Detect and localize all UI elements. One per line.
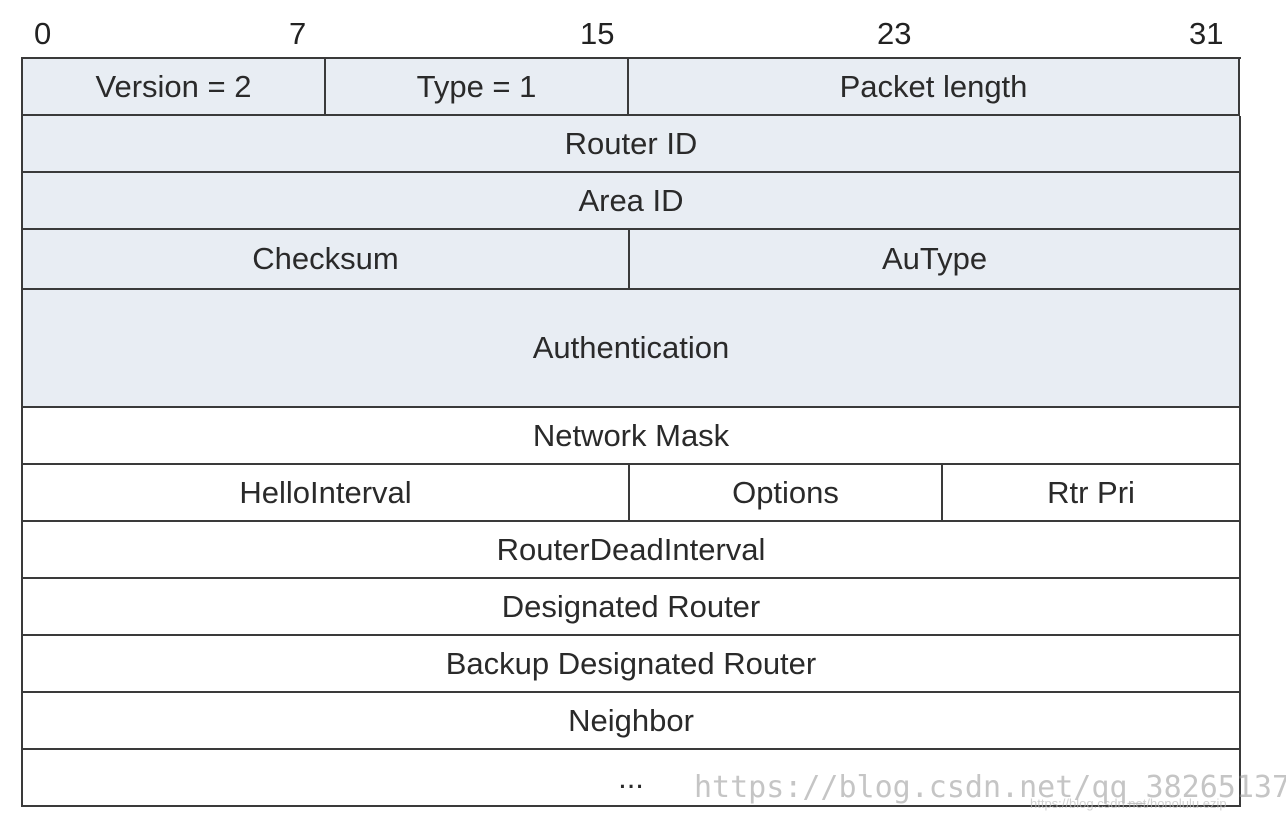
row-header-1: Version = 2 Type = 1 Packet length <box>23 59 1241 116</box>
row-network-mask: Network Mask <box>23 408 1241 465</box>
bit-label-23: 23 <box>877 16 912 51</box>
field-neighbor: Neighbor <box>23 693 1241 750</box>
row-ellipsis: ... <box>23 750 1241 807</box>
field-area-id: Area ID <box>23 173 1241 230</box>
field-authentication: Authentication <box>23 290 1241 408</box>
field-hello-interval: HelloInterval <box>23 465 630 522</box>
bit-label-15: 15 <box>580 16 615 51</box>
field-backup-designated-router: Backup Designated Router <box>23 636 1241 693</box>
row-designated-router: Designated Router <box>23 579 1241 636</box>
bit-label-0: 0 <box>34 16 52 51</box>
watermark-url-secondary: https://blog.csdn.net/honolulu.ezip <box>1030 796 1227 811</box>
row-router-id: Router ID <box>23 116 1241 173</box>
field-router-dead-interval: RouterDeadInterval <box>23 522 1241 579</box>
row-hello-options-pri: HelloInterval Options Rtr Pri <box>23 465 1241 522</box>
watermark-url: https://blog.csdn.net/qq_38265137 <box>694 770 1286 805</box>
row-router-dead-interval: RouterDeadInterval <box>23 522 1241 579</box>
row-area-id: Area ID <box>23 173 1241 230</box>
field-ellipsis: ... <box>23 750 1241 807</box>
row-authentication: Authentication <box>23 290 1241 408</box>
field-network-mask: Network Mask <box>23 408 1241 465</box>
row-neighbor: Neighbor <box>23 693 1241 750</box>
ospf-hello-packet-diagram: Version = 2 Type = 1 Packet length Route… <box>21 57 1241 807</box>
row-checksum-autype: Checksum AuType <box>23 230 1241 290</box>
bit-label-31: 31 <box>1189 16 1224 51</box>
bit-label-7: 7 <box>289 16 307 51</box>
field-version: Version = 2 <box>23 59 326 116</box>
field-options: Options <box>630 465 943 522</box>
field-checksum: Checksum <box>23 230 630 290</box>
field-packet-length: Packet length <box>629 59 1240 116</box>
field-rtr-pri: Rtr Pri <box>943 465 1241 522</box>
field-router-id: Router ID <box>23 116 1241 173</box>
field-autype: AuType <box>630 230 1241 290</box>
row-backup-designated-router: Backup Designated Router <box>23 636 1241 693</box>
field-designated-router: Designated Router <box>23 579 1241 636</box>
field-type: Type = 1 <box>326 59 629 116</box>
